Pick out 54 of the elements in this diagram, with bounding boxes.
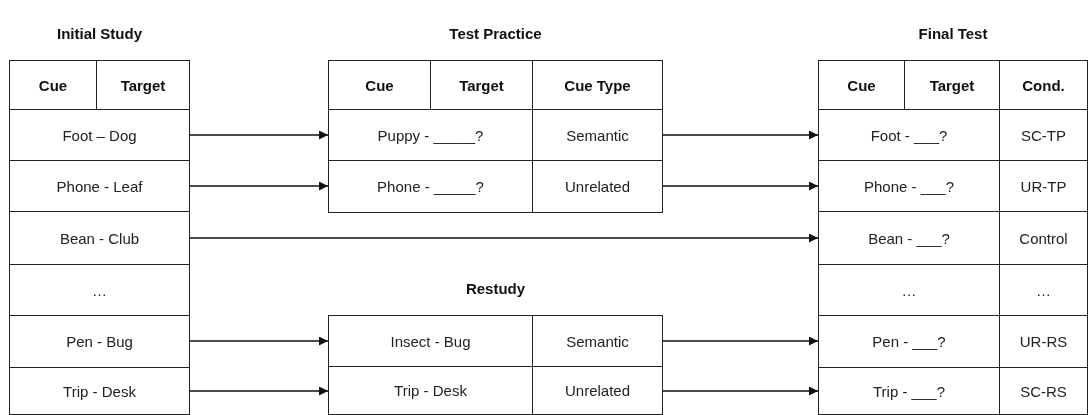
table-row	[818, 160, 1088, 212]
table-row	[328, 160, 663, 213]
table-text: Unrelated	[532, 161, 662, 212]
column-header: Cue	[846, 76, 877, 96]
arrow	[662, 336, 819, 346]
arrow	[189, 130, 329, 140]
table-text: Trip - ___?	[872, 381, 946, 402]
table-row	[328, 366, 663, 415]
table-text: Trip - Desk	[393, 381, 468, 401]
table-text: Phone - Leaf	[55, 176, 144, 197]
table-header-row	[818, 60, 1088, 111]
table-title: Final Test	[917, 24, 989, 44]
table-title: Restudy	[464, 279, 527, 299]
table-text: Phone - ___?	[862, 176, 956, 197]
table-text: Pen - ___?	[871, 332, 947, 352]
table-row	[9, 367, 190, 415]
column-header: Cue	[37, 76, 69, 96]
table-row	[9, 315, 190, 368]
table-text: SC-RS	[999, 368, 1087, 414]
arrow	[189, 181, 329, 191]
table-text: Insect - Bug	[389, 331, 472, 352]
table-text: …	[91, 280, 108, 301]
table-text: Phone - _____?	[376, 177, 485, 197]
arrow	[189, 386, 329, 396]
table-text: Foot – Dog	[61, 125, 138, 146]
table-text: Unrelated	[532, 367, 662, 414]
table-row	[9, 211, 190, 265]
table-text: Foot - ___?	[869, 125, 949, 146]
table-title: Initial Study	[56, 24, 143, 44]
table-text: …	[900, 280, 918, 301]
table-row	[9, 264, 190, 316]
arrow	[662, 130, 819, 140]
table-header-row	[9, 60, 190, 111]
table-row	[9, 160, 190, 212]
arrow	[189, 233, 819, 243]
table-row	[328, 109, 663, 161]
table-row	[818, 109, 1088, 161]
table-row	[818, 264, 1088, 316]
table-row	[328, 315, 663, 367]
table-row	[818, 315, 1088, 368]
table-text: Bean - ___?	[867, 228, 951, 249]
table-title: Test Practice	[448, 24, 543, 44]
table-text: Trip - Desk	[62, 381, 137, 402]
table-text: Pen - Bug	[65, 332, 134, 352]
table-text: Puppy - _____?	[376, 125, 485, 146]
table-header-row	[328, 60, 663, 111]
arrow	[662, 386, 819, 396]
table-row	[818, 211, 1088, 265]
table-text: Bean - Club	[58, 228, 141, 249]
table-row	[9, 109, 190, 161]
arrow	[662, 181, 819, 191]
column-header: Cue	[364, 76, 395, 96]
arrow	[189, 336, 329, 346]
table-row	[818, 367, 1088, 415]
